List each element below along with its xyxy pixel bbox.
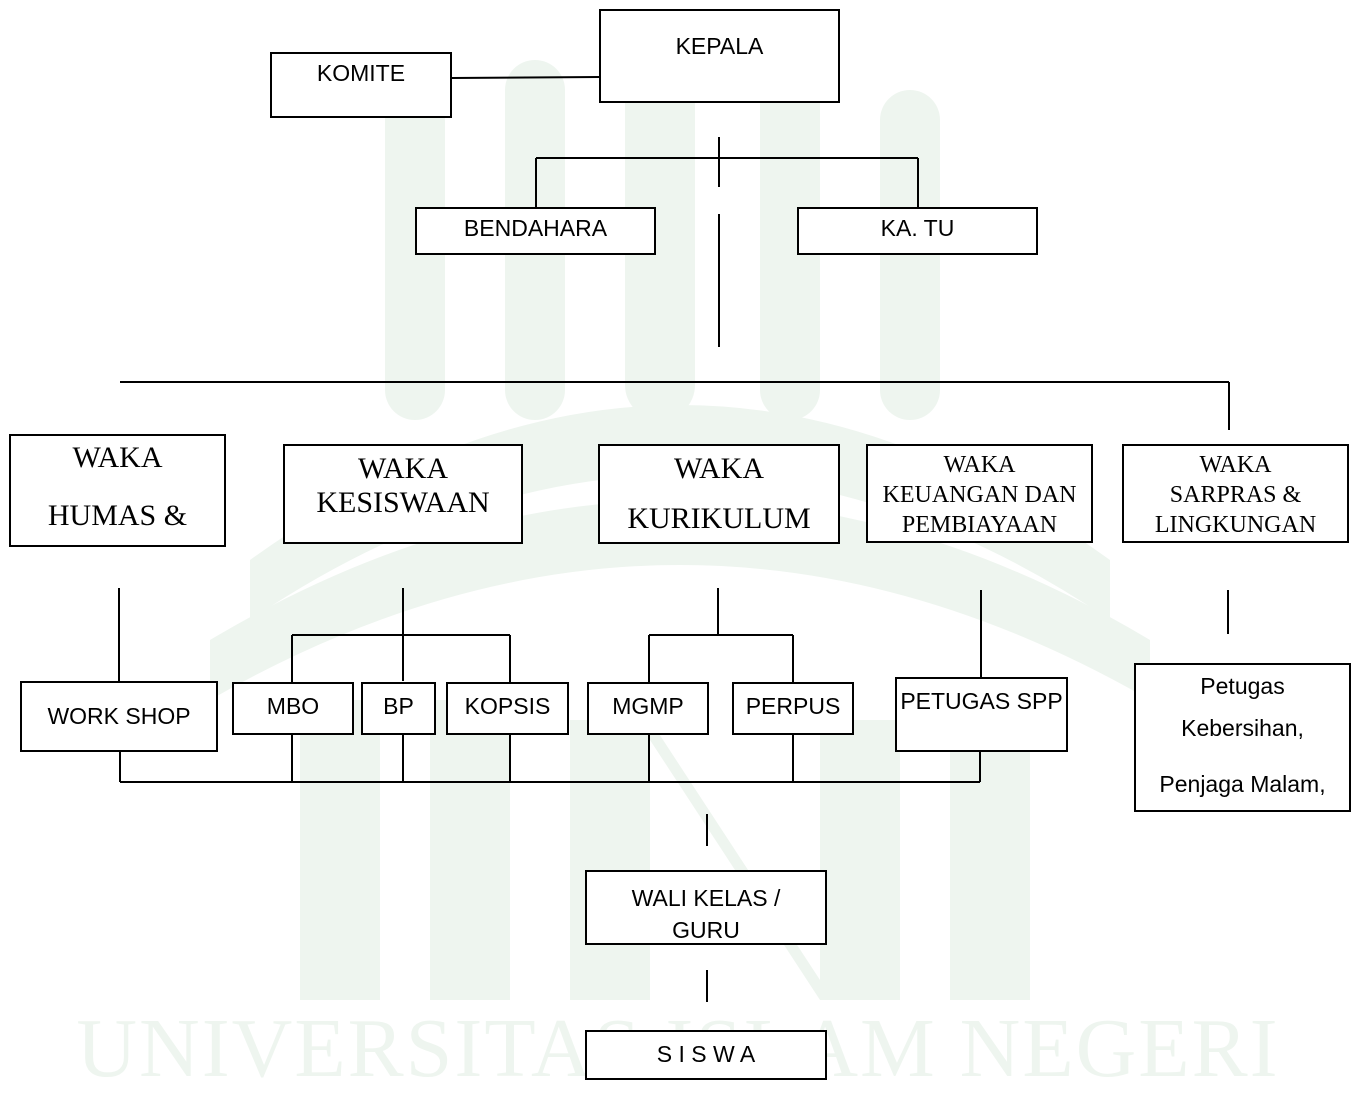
komite-box: KOMITE	[270, 52, 452, 118]
wali-kelas-line-1: WALI KELAS /	[631, 885, 781, 911]
kepala-label: KEPALA	[675, 33, 764, 59]
waka-sarpras-box: WAKA SARPRAS & LINGKUNGAN	[1122, 444, 1349, 543]
petugas-spp-box: PETUGAS SPP	[895, 677, 1068, 752]
connector-komite-kepala	[451, 76, 601, 79]
petugas-kebersihan-line-2: Kebersihan,	[1181, 715, 1304, 741]
komite-label: KOMITE	[316, 60, 406, 86]
bp-box: BP	[361, 682, 436, 735]
waka-kesiswaan-line-2: KESISWAAN	[316, 486, 490, 519]
workshop-label: WORK SHOP	[47, 703, 191, 729]
kepala-box: KEPALA	[599, 9, 840, 103]
waka-kesiswaan-line-1: WAKA	[358, 452, 448, 485]
workshop-box: WORK SHOP	[20, 681, 218, 752]
bendahara-label: BENDAHARA	[463, 215, 608, 241]
waka-kurikulum-line-1: WAKA	[674, 452, 764, 485]
waka-humas-box: WAKA HUMAS &	[9, 434, 226, 547]
wali-kelas-line-2: GURU	[672, 917, 740, 943]
waka-keuangan-line-2: KEUANGAN DAN	[882, 482, 1077, 508]
mgmp-label: MGMP	[612, 693, 684, 719]
waka-keuangan-box: WAKA KEUANGAN DAN PEMBIAYAAN	[866, 444, 1093, 543]
waka-humas-line-2: HUMAS &	[47, 499, 188, 532]
waka-sarpras-line-1: WAKA	[1199, 452, 1272, 478]
ka-tu-label: KA. TU	[880, 215, 955, 241]
perpus-label: PERPUS	[745, 693, 841, 719]
waka-humas-line-1: WAKA	[72, 441, 163, 474]
petugas-kebersihan-line-1: Petugas	[1200, 673, 1285, 699]
kopsis-label: KOPSIS	[464, 693, 551, 719]
petugas-kebersihan-box: Petugas Kebersihan, Penjaga Malam,	[1134, 663, 1351, 812]
petugas-kebersihan-line-3: Penjaga Malam,	[1159, 771, 1326, 797]
waka-keuangan-line-3: PEMBIAYAAN	[901, 512, 1058, 538]
kopsis-box: KOPSIS	[446, 682, 569, 735]
mbo-label: MBO	[266, 693, 320, 719]
waka-kurikulum-line-2: KURIKULUM	[627, 502, 811, 535]
mgmp-box: MGMP	[587, 682, 709, 735]
siswa-box: S I S W A	[585, 1030, 827, 1080]
bp-label: BP	[383, 693, 414, 719]
waka-sarpras-line-2: SARPRAS &	[1169, 482, 1302, 508]
perpus-box: PERPUS	[732, 682, 854, 735]
waka-keuangan-line-1: WAKA	[943, 452, 1016, 478]
waka-kurikulum-box: WAKA KURIKULUM	[598, 444, 840, 544]
mbo-box: MBO	[232, 682, 354, 735]
siswa-label: S I S W A	[656, 1041, 756, 1067]
waka-sarpras-line-3: LINGKUNGAN	[1154, 512, 1317, 538]
wali-kelas-box: WALI KELAS / GURU	[585, 870, 827, 945]
bendahara-box: BENDAHARA	[415, 207, 656, 255]
petugas-spp-label: PETUGAS SPP	[900, 688, 1063, 714]
waka-kesiswaan-box: WAKA KESISWAAN	[283, 444, 523, 544]
ka-tu-box: KA. TU	[797, 207, 1038, 255]
